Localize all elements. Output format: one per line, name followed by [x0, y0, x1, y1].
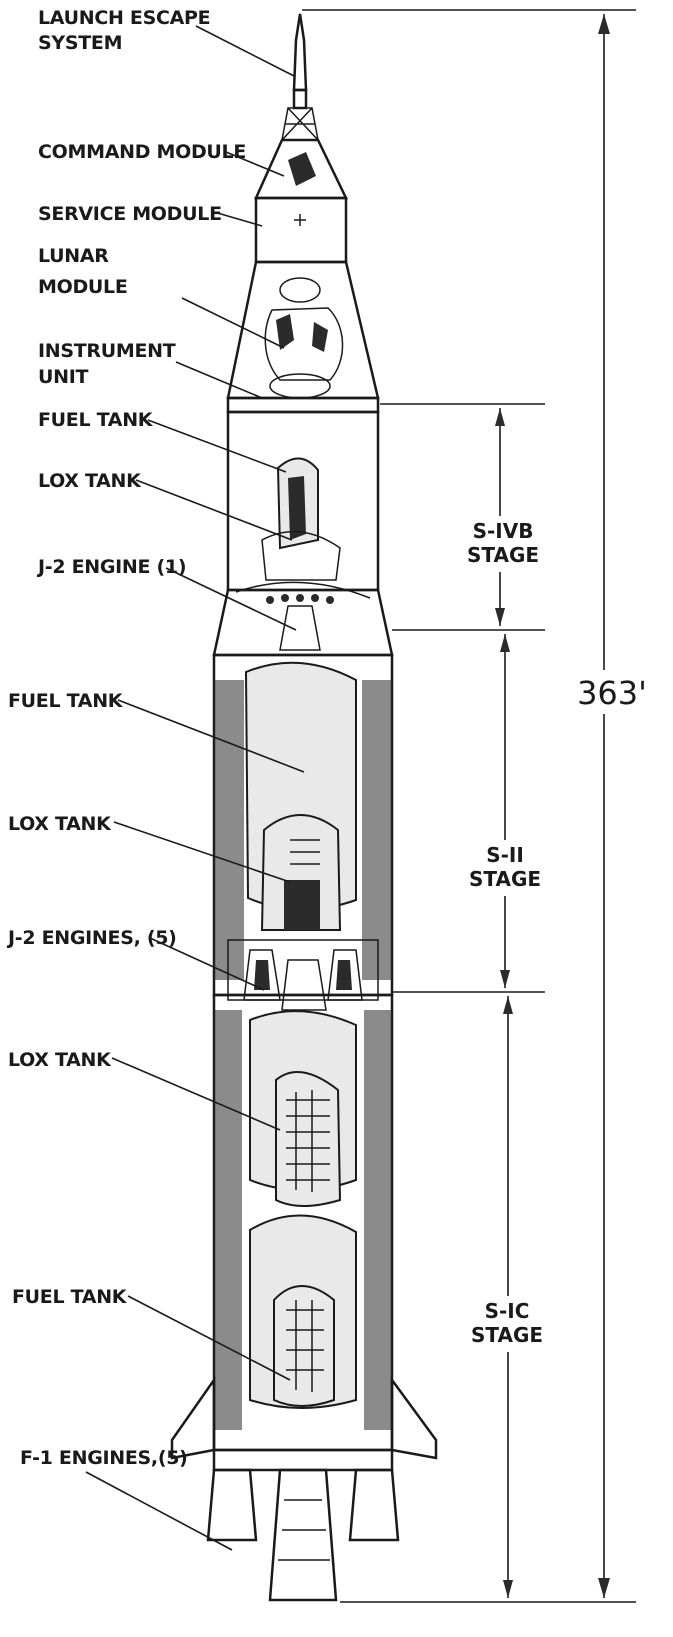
right-fin [390, 1376, 438, 1460]
label-fuel-tank-upper: FUEL TANK [38, 409, 154, 431]
label-j2-engines-five: J-2 ENGINES, (5) [6, 927, 177, 949]
label-instrument-line2: UNIT [38, 366, 88, 388]
lm-adapter-shape [226, 260, 380, 400]
stage-labels: S-IVB STAGE S-II STAGE S-IC STAGE [467, 519, 543, 1347]
label-command-module: COMMAND MODULE [38, 141, 246, 163]
j2-engine-cluster [227, 939, 379, 1011]
overall-height-label: 363' [577, 674, 647, 712]
label-sic-line1: S-IC [485, 1299, 530, 1323]
label-lox-tank-lower: LOX TANK [8, 1049, 112, 1071]
dimension-lines [302, 9, 636, 1603]
label-fuel-tank-lower: FUEL TANK [12, 1286, 128, 1308]
component-labels: LAUNCH ESCAPE SYSTEM COMMAND MODULE SERV… [6, 7, 246, 1469]
label-j2-engine-single: J-2 ENGINE (1) [36, 556, 186, 578]
label-sii-line1: S-II [486, 843, 524, 867]
label-fuel-tank-middle: FUEL TANK [8, 690, 124, 712]
f1-engine-cluster [206, 1468, 400, 1602]
label-sivb-line1: S-IVB [473, 519, 534, 543]
label-service-module: SERVICE MODULE [38, 203, 222, 225]
label-launch-escape-line1: LAUNCH ESCAPE [38, 7, 210, 29]
label-f1-engines: F-1 ENGINES,(5) [20, 1447, 188, 1469]
leader-lines [85, 25, 305, 1551]
label-sic-line2: STAGE [471, 1323, 543, 1347]
label-sii-line2: STAGE [469, 867, 541, 891]
label-sivb-line2: STAGE [467, 543, 539, 567]
rocket-illustration [170, 13, 438, 1602]
launch-escape-tower [281, 13, 319, 141]
left-fin [170, 1376, 216, 1460]
label-launch-escape-line2: SYSTEM [38, 32, 122, 54]
service-module-shape [254, 196, 348, 264]
label-instrument-line1: INSTRUMENT [38, 340, 176, 362]
label-lunar-line2: MODULE [38, 276, 128, 298]
label-lox-tank-middle: LOX TANK [8, 813, 112, 835]
label-lunar-line1: LUNAR [38, 245, 109, 267]
label-lox-tank-upper: LOX TANK [38, 470, 142, 492]
